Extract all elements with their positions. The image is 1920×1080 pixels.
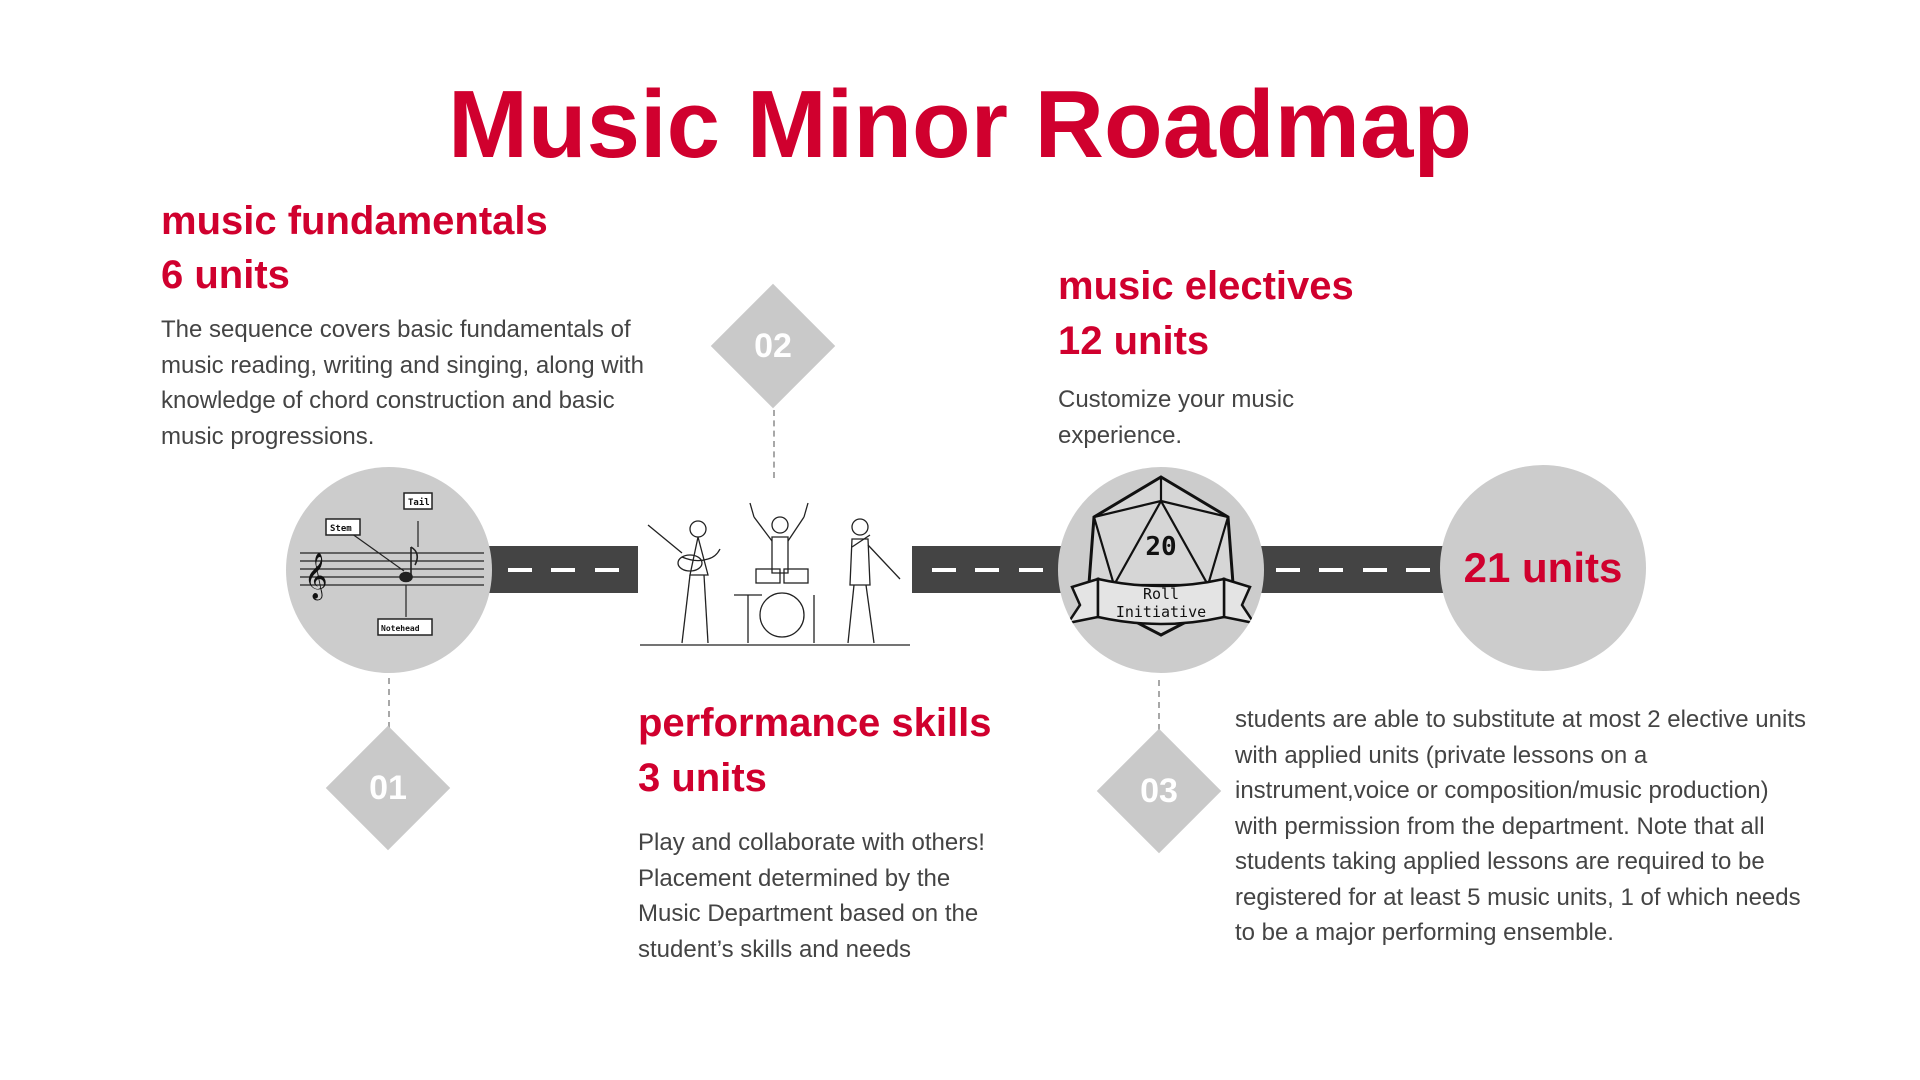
road-segment-1 (488, 546, 638, 593)
connector-line-2 (773, 410, 775, 478)
step-3-units: 12 units (1058, 319, 1210, 363)
road-segment-2 (912, 546, 1062, 593)
step-3-heading: music electives (1058, 264, 1354, 308)
electives-circle: 20 Roll Initiative (1058, 467, 1264, 673)
road-dash (1406, 567, 1431, 572)
step-3-number: 03 (1140, 771, 1178, 810)
tail-label: Tail (408, 497, 430, 508)
total-units-circle: 21 units (1440, 465, 1646, 671)
fundamentals-circle: 𝄞 Stem Tail Notehead (286, 467, 492, 673)
road-dash (1275, 567, 1300, 572)
musicians-illustration (638, 495, 912, 655)
step-2-heading: performance skills (638, 701, 992, 745)
total-units-label: 21 units (1463, 544, 1623, 591)
note-anatomy-illustration: 𝄞 Stem Tail Notehead (300, 492, 484, 636)
step-2-number: 02 (754, 326, 792, 365)
road-dash (1319, 567, 1344, 572)
connector-line-1 (388, 678, 390, 728)
notehead-label: Notehead (381, 624, 420, 633)
banner-line-2: Initiative (1116, 603, 1206, 621)
road-dash (551, 567, 575, 572)
step-1-number: 01 (369, 768, 407, 807)
step-1-description: The sequence covers basic fundamentals o… (161, 316, 644, 450)
road-dash (1018, 567, 1043, 572)
page-title: Music Minor Roadmap (447, 71, 1473, 178)
stem-label: Stem (330, 524, 352, 534)
road-dash (594, 567, 619, 572)
banner-line-1: Roll (1143, 585, 1179, 603)
road-segment-3 (1256, 546, 1450, 593)
road-dash (1362, 567, 1387, 572)
step-2-description: Play and collaborate with others! Placem… (638, 829, 985, 963)
step-3-description: Customize your music experience. (1058, 386, 1295, 449)
dice-number: 20 (1145, 532, 1176, 562)
connector-line-3 (1158, 680, 1160, 730)
step-1-units: 6 units (161, 253, 290, 297)
road-dash (931, 567, 956, 572)
step-3-note: students are able to substitute at most … (1235, 706, 1806, 946)
d20-dice-illustration: 20 Roll Initiative (1065, 475, 1257, 637)
band-icon (640, 502, 910, 646)
road-dash (975, 567, 999, 572)
treble-clef-icon: 𝄞 (304, 553, 328, 601)
step-1-heading: music fundamentals (161, 199, 548, 243)
step-2-units: 3 units (638, 756, 767, 800)
road-dash (507, 567, 532, 572)
